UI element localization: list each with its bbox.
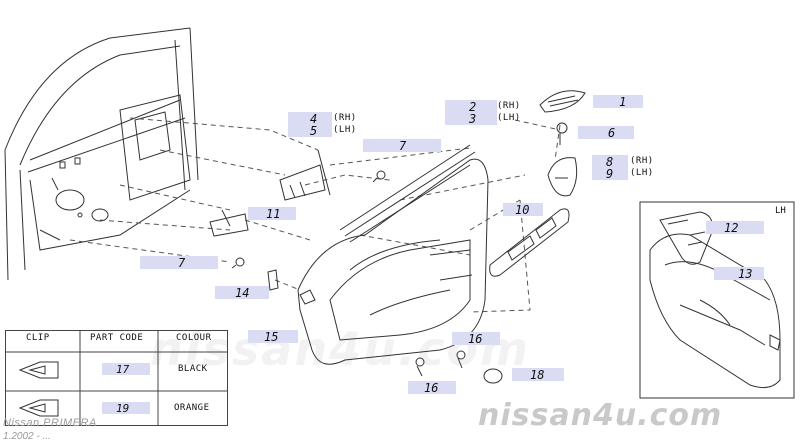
callout-3-text: 3 bbox=[469, 111, 477, 126]
callout-13-text: 13 bbox=[738, 266, 753, 281]
weatherstrip-2-3 bbox=[339, 144, 476, 243]
callout-11-text: 11 bbox=[266, 206, 281, 221]
legend-code-17: 17 bbox=[116, 362, 130, 376]
screw-16-left bbox=[415, 357, 425, 377]
legend-code-19: 19 bbox=[116, 401, 130, 415]
callout-14[interactable]: 14 bbox=[215, 285, 269, 300]
callout-11[interactable]: 11 bbox=[248, 206, 296, 221]
callout-1[interactable]: 1 bbox=[593, 94, 643, 109]
legend-header-clip: CLIP bbox=[26, 333, 50, 343]
side-lh-3: (LH) bbox=[497, 113, 521, 123]
callout-8[interactable]: 8 bbox=[592, 154, 628, 169]
callout-16-left[interactable]: 16 bbox=[408, 380, 456, 395]
cap-18 bbox=[483, 368, 503, 384]
callout-15-text: 15 bbox=[264, 329, 279, 344]
callout-7-lower[interactable]: 7 bbox=[140, 255, 218, 270]
door-trim-panel-15 bbox=[297, 158, 489, 365]
legend-code-row-1[interactable]: 17 bbox=[102, 362, 150, 376]
callout-16-left-text: 16 bbox=[424, 380, 439, 395]
bracket-part-4-5 bbox=[279, 149, 331, 201]
callout-2-text: 2 bbox=[469, 99, 477, 114]
callout-16-right-text: 16 bbox=[468, 331, 483, 346]
footer-date: 1.2002 - ... bbox=[3, 431, 51, 442]
callout-18-text: 18 bbox=[530, 367, 545, 382]
screw-7-upper bbox=[372, 170, 386, 183]
callout-5-text: 5 bbox=[310, 123, 318, 138]
callout-15[interactable]: 15 bbox=[248, 329, 298, 344]
inset-lh-label: LH bbox=[775, 206, 786, 216]
background-watermark: nissan4u.com bbox=[150, 322, 531, 376]
legend-header-part-code: PART CODE bbox=[90, 333, 144, 343]
side-rh-2: (RH) bbox=[497, 101, 521, 111]
handle-escutcheon-8-9 bbox=[547, 157, 578, 197]
callout-7-lower-text: 7 bbox=[178, 255, 186, 270]
callout-12-text: 12 bbox=[724, 220, 739, 235]
side-lh-9: (LH) bbox=[630, 168, 654, 178]
callout-4-text: 4 bbox=[310, 111, 318, 126]
lh-inset-box bbox=[639, 201, 795, 399]
screw-16-right bbox=[456, 350, 466, 369]
watermark: nissan4u.com bbox=[478, 398, 723, 433]
speaker-grille-1 bbox=[539, 90, 586, 113]
callout-8-text: 8 bbox=[606, 154, 614, 169]
callout-12[interactable]: 12 bbox=[706, 220, 764, 235]
armrest-panel-10 bbox=[489, 208, 570, 277]
legend-header-colour: COLOUR bbox=[176, 333, 212, 343]
callout-6[interactable]: 6 bbox=[578, 125, 634, 140]
legend-code-row-2[interactable]: 19 bbox=[102, 401, 150, 415]
side-lh-5: (LH) bbox=[333, 125, 357, 135]
callout-7-upper-text: 7 bbox=[399, 138, 407, 153]
bracket-part-11 bbox=[209, 209, 249, 237]
callout-14-text: 14 bbox=[235, 285, 250, 300]
clip-legend-table: CLIP PART CODE COLOUR 17 BLACK 19 ORANGE bbox=[5, 330, 228, 426]
callout-2[interactable]: 2 bbox=[445, 99, 497, 114]
legend-colour-row-2: ORANGE bbox=[174, 403, 210, 413]
clip-14 bbox=[267, 269, 279, 291]
callout-10[interactable]: 10 bbox=[503, 202, 543, 217]
callout-1-text: 1 bbox=[619, 94, 627, 109]
screw-7-lower bbox=[231, 257, 245, 269]
callout-16-right[interactable]: 16 bbox=[452, 331, 500, 346]
legend-colour-row-1: BLACK bbox=[178, 364, 208, 374]
callout-18[interactable]: 18 bbox=[512, 367, 564, 382]
footer-model: Nissan PRIMERA bbox=[3, 417, 97, 429]
screw-6 bbox=[556, 122, 568, 145]
side-rh-8: (RH) bbox=[630, 156, 654, 166]
callout-10-text: 10 bbox=[515, 202, 530, 217]
callout-4[interactable]: 4 bbox=[288, 111, 332, 126]
callout-5[interactable]: 5 bbox=[288, 123, 332, 138]
callout-7-upper[interactable]: 7 bbox=[363, 138, 441, 153]
callout-9[interactable]: 9 bbox=[592, 166, 628, 181]
car-body-outline bbox=[4, 27, 199, 281]
lh-switch-panel bbox=[659, 211, 713, 265]
callout-3[interactable]: 3 bbox=[445, 111, 497, 126]
side-rh-4: (RH) bbox=[333, 113, 357, 123]
callout-9-text: 9 bbox=[606, 166, 614, 181]
callout-13[interactable]: 13 bbox=[714, 266, 764, 281]
legend-clip-icons bbox=[18, 361, 59, 417]
lh-door-panel bbox=[649, 233, 781, 389]
callout-6-text: 6 bbox=[608, 125, 616, 140]
